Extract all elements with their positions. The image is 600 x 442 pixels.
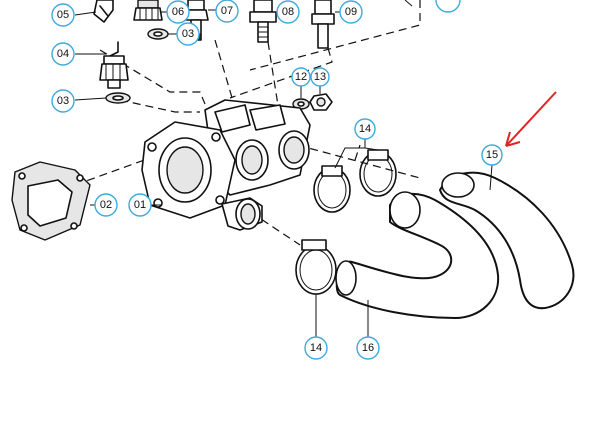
svg-text:15: 15 bbox=[486, 149, 498, 161]
callout-16[interactable]: 16 bbox=[356, 336, 380, 360]
svg-text:07: 07 bbox=[221, 5, 233, 17]
svg-text:14: 14 bbox=[310, 342, 322, 354]
callout-04[interactable]: 04 bbox=[51, 42, 75, 66]
sensor-04 bbox=[99, 41, 129, 89]
callout-13[interactable]: 13 bbox=[310, 67, 330, 87]
callout-03-lower[interactable]: 03 bbox=[51, 89, 75, 113]
gasket bbox=[11, 161, 91, 241]
svg-text:03: 03 bbox=[182, 28, 194, 40]
callout-15[interactable]: 15 bbox=[481, 144, 503, 166]
callout-01[interactable]: 01 bbox=[128, 193, 152, 217]
hose-clamp-upper-right bbox=[359, 149, 397, 197]
upper-hose bbox=[439, 171, 575, 310]
washer-03-lower bbox=[105, 92, 131, 104]
callout-14-upper[interactable]: 14 bbox=[354, 118, 376, 140]
callout-09[interactable]: 09 bbox=[339, 0, 363, 24]
svg-text:01: 01 bbox=[134, 199, 146, 211]
callout-03-upper[interactable]: 03 bbox=[176, 22, 200, 46]
sensor-06 bbox=[133, 0, 163, 21]
svg-text:02: 02 bbox=[100, 199, 112, 211]
highlight-arrow bbox=[505, 91, 557, 147]
callout-14-lower[interactable]: 14 bbox=[304, 336, 328, 360]
sensor-08 bbox=[249, 0, 277, 43]
callout-08[interactable]: 08 bbox=[276, 0, 300, 24]
partial-callout-edge bbox=[404, 0, 461, 13]
hose-clamp-lower bbox=[295, 239, 337, 295]
callout-12[interactable]: 12 bbox=[291, 67, 311, 87]
svg-text:04: 04 bbox=[57, 48, 69, 60]
thermostat-housing bbox=[141, 99, 311, 231]
washer-12 bbox=[292, 98, 310, 110]
callout-02[interactable]: 02 bbox=[94, 193, 118, 217]
svg-text:16: 16 bbox=[362, 342, 374, 354]
svg-text:09: 09 bbox=[345, 6, 357, 18]
lower-hose bbox=[335, 191, 500, 319]
svg-text:08: 08 bbox=[282, 6, 294, 18]
svg-text:03: 03 bbox=[57, 95, 69, 107]
nut-13 bbox=[309, 93, 333, 111]
washer-03-upper bbox=[147, 28, 169, 40]
callout-05[interactable]: 05 bbox=[51, 3, 75, 27]
callout-06[interactable]: 06 bbox=[166, 0, 190, 24]
svg-text:12: 12 bbox=[295, 71, 307, 83]
svg-text:05: 05 bbox=[57, 9, 69, 21]
sensor-09 bbox=[311, 0, 335, 49]
callout-07[interactable]: 07 bbox=[215, 0, 239, 23]
svg-text:13: 13 bbox=[314, 71, 326, 83]
svg-text:14: 14 bbox=[359, 123, 371, 135]
svg-text:06: 06 bbox=[172, 6, 184, 18]
sensor-05 bbox=[93, 0, 114, 23]
hose-clamp-upper-left bbox=[313, 165, 351, 213]
